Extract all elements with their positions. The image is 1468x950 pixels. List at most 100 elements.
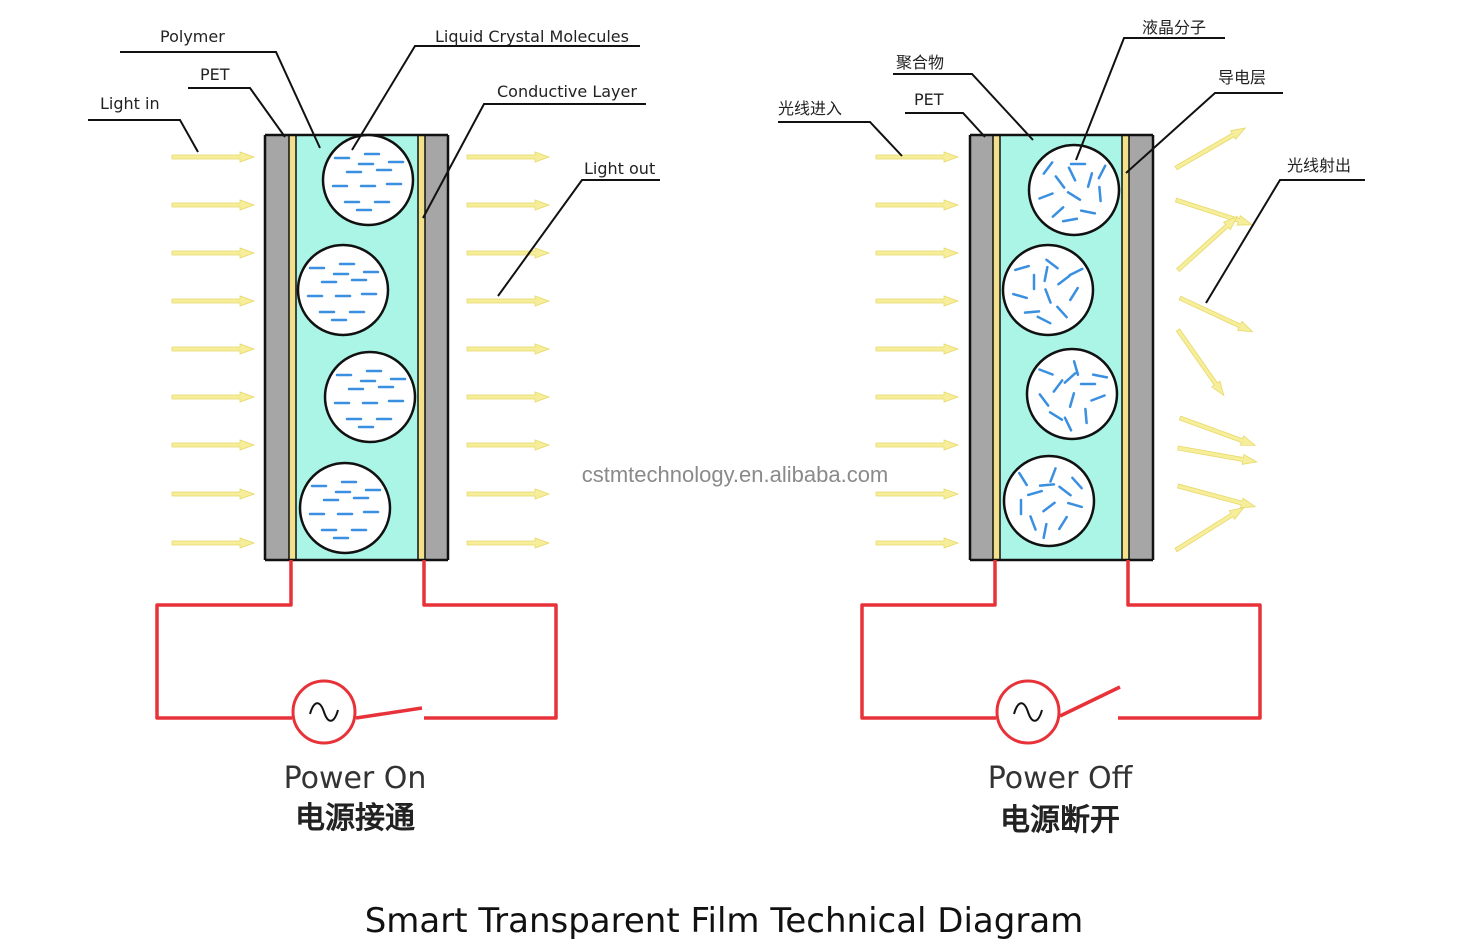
light-ray-arrow	[466, 488, 551, 500]
label-polymer: 聚合物	[896, 53, 944, 72]
light-ray-arrow	[875, 151, 960, 163]
conductive-layer-left	[993, 135, 1000, 560]
molecule-mark	[1038, 192, 1054, 200]
light-ray-arrow	[1175, 328, 1225, 397]
molecule-mark	[1029, 515, 1037, 531]
circuit-closed	[155, 560, 558, 745]
molecule-mark	[1058, 485, 1072, 497]
ac-source-icon	[995, 679, 1061, 745]
molecule-mark	[1084, 407, 1088, 425]
light-ray-arrow	[1176, 215, 1239, 273]
molecule-mark	[1051, 206, 1065, 218]
liquid-crystal-droplet	[1027, 143, 1121, 237]
caption-power-on-zh: 电源接通	[295, 801, 415, 836]
light-ray-arrow	[1178, 295, 1254, 333]
molecule-mark	[1052, 379, 1064, 393]
label-polymer: Polymer	[160, 27, 225, 46]
molecule-mark	[1023, 310, 1041, 314]
liquid-crystal-droplets	[1001, 143, 1121, 548]
label-light-out: Light out	[584, 159, 655, 178]
molecule-mark	[1014, 264, 1030, 272]
liquid-crystal-droplet	[321, 133, 415, 227]
liquid-crystal-droplet	[1002, 454, 1096, 548]
light-ray-arrow	[171, 247, 256, 259]
molecule-mark	[1042, 161, 1054, 175]
molecule-mark	[1048, 411, 1064, 421]
light-out-scattered-arrows	[1174, 127, 1258, 553]
molecule-mark	[1058, 515, 1068, 531]
molecule-mark	[1068, 392, 1076, 408]
conductive-layer-left	[289, 135, 296, 560]
pet-layer-right	[1129, 135, 1153, 560]
light-ray-arrow	[875, 488, 960, 500]
power-off-panel: 液晶分子 聚合物 导电层 PET 光线进入 光线射出 Power Off 电源断…	[778, 18, 1365, 838]
label-light-out: 光线射出	[1287, 156, 1351, 175]
pet-layer-right	[425, 135, 448, 560]
molecule-mark	[1056, 305, 1068, 319]
molecule-mark	[1067, 166, 1077, 182]
light-ray-arrow	[466, 439, 551, 451]
liquid-crystal-droplet	[1025, 347, 1119, 441]
light-ray-arrow	[171, 199, 256, 211]
light-ray-arrow	[171, 151, 256, 163]
light-ray-arrow	[1177, 445, 1258, 465]
watermark: cstmtechnology.en.alibaba.com	[582, 462, 889, 487]
molecule-mark	[1018, 471, 1028, 487]
liquid-crystal-droplet	[1001, 243, 1095, 337]
molecule-mark	[1054, 175, 1066, 189]
light-ray-arrow	[466, 199, 551, 211]
molecule-mark	[1098, 185, 1102, 203]
light-in-arrows	[875, 151, 960, 549]
label-pet: PET	[200, 65, 230, 84]
light-ray-arrow	[466, 343, 551, 355]
light-ray-arrow	[1178, 415, 1257, 446]
liquid-crystal-droplet	[296, 243, 390, 337]
liquid-crystal-droplet	[323, 350, 417, 444]
molecule-mark	[1061, 217, 1079, 223]
light-ray-arrow	[1174, 127, 1247, 171]
light-ray-arrow	[466, 295, 551, 307]
molecule-mark	[1049, 467, 1057, 483]
molecule-mark	[1038, 483, 1056, 487]
light-ray-arrow	[875, 537, 960, 549]
molecule-mark	[1027, 489, 1043, 497]
molecule-mark	[1045, 258, 1059, 270]
molecule-mark	[1042, 522, 1048, 540]
power-on-panel: Polymer PET Light in Liquid Crystal Mole…	[88, 27, 660, 836]
pet-layer-left	[265, 135, 289, 560]
circuit-open	[860, 560, 1262, 745]
conductive-layer-right	[1122, 135, 1129, 560]
molecule-mark	[1069, 286, 1079, 302]
light-ray-arrow	[875, 199, 960, 211]
light-ray-arrow	[466, 391, 551, 403]
light-ray-arrow	[1174, 197, 1254, 226]
molecule-mark	[1079, 209, 1097, 215]
light-ray-arrow	[466, 537, 551, 549]
label-liquid-crystal: Liquid Crystal Molecules	[435, 27, 629, 46]
molecule-mark	[1091, 373, 1109, 379]
molecule-mark	[1067, 501, 1083, 509]
light-ray-arrow	[171, 439, 256, 451]
molecule-mark	[1063, 416, 1073, 432]
molecule-mark	[1043, 265, 1049, 283]
label-liquid-crystal: 液晶分子	[1142, 18, 1206, 37]
light-ray-arrow	[171, 537, 256, 549]
molecule-mark	[1042, 501, 1056, 513]
molecule-mark	[1038, 368, 1054, 376]
liquid-crystal-droplet	[298, 461, 392, 555]
light-ray-arrow	[1174, 506, 1245, 553]
light-ray-arrow	[171, 295, 256, 307]
label-conductive-layer: 导电层	[1218, 68, 1266, 87]
molecule-mark	[1072, 360, 1080, 376]
diagram-title: Smart Transparent Film Technical Diagram	[365, 901, 1084, 941]
caption-power-off: Power Off	[988, 761, 1134, 796]
light-ray-arrow	[875, 391, 960, 403]
light-ray-arrow	[466, 151, 551, 163]
light-ray-arrow	[875, 439, 960, 451]
light-ray-arrow	[875, 343, 960, 355]
light-ray-arrow	[875, 247, 960, 259]
caption-power-off-zh: 电源断开	[1000, 803, 1120, 838]
molecule-mark	[1066, 191, 1082, 201]
light-ray-arrow	[171, 488, 256, 500]
